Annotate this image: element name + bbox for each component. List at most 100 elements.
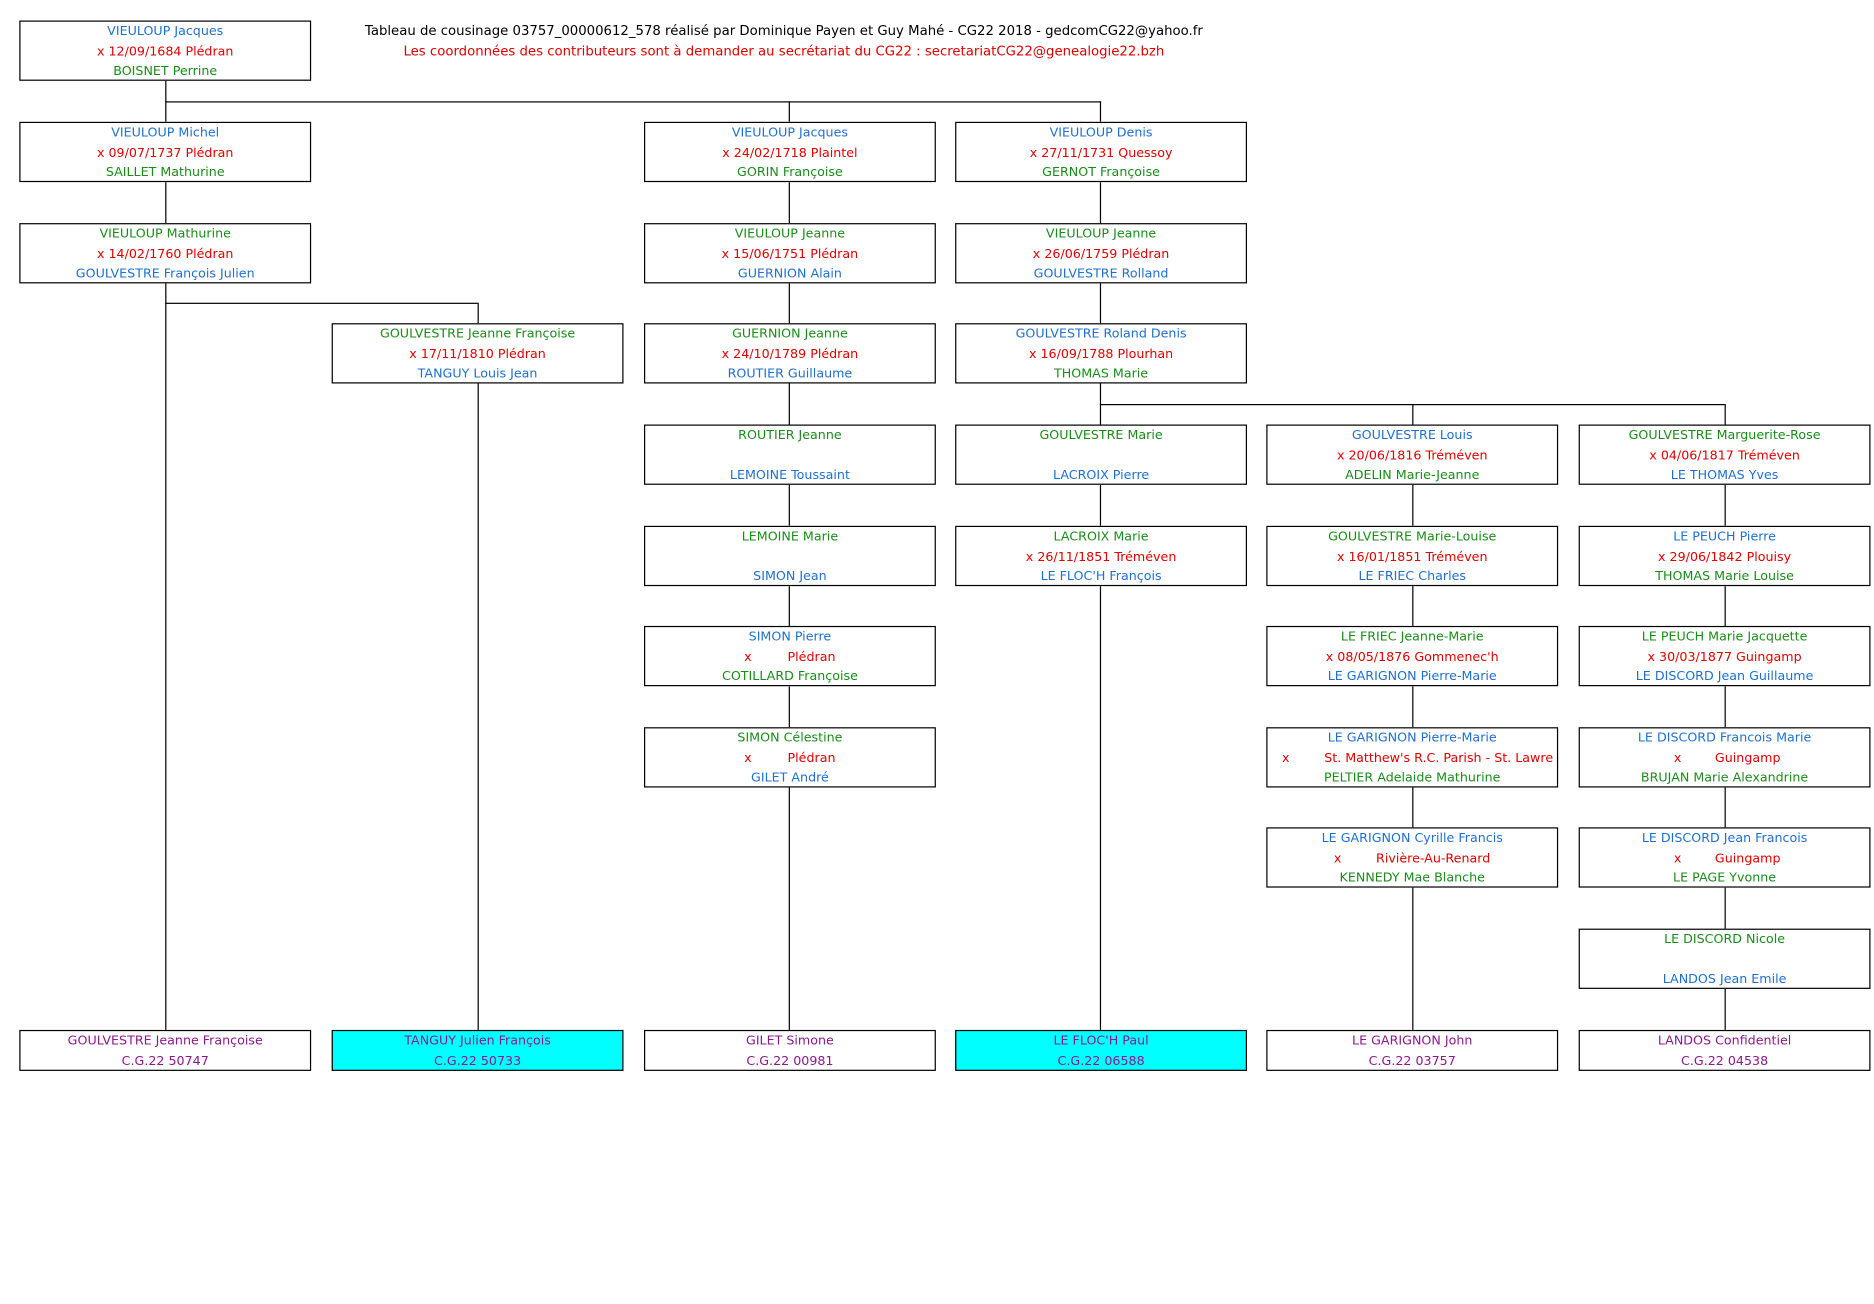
spouse-name: PELTIER Adelaide Mathurine	[1324, 771, 1501, 786]
couple-box: LE FRIEC Jeanne-Marie x 08/05/1876 Gomme…	[1266, 625, 1559, 687]
marriage-mark: x	[1673, 750, 1682, 766]
person-name: GOULVESTRE Roland Denis	[1015, 326, 1187, 342]
person-name: VIEULOUP Jacques	[731, 125, 848, 140]
connector	[1724, 686, 1726, 728]
connector	[788, 686, 790, 728]
marriage-info: x 15/06/1751 Plédran	[721, 246, 859, 262]
marriage-info-empty	[1580, 950, 1869, 970]
spouse-name: LE PAGE Yvonne	[1673, 871, 1777, 886]
marriage-info-empty	[645, 446, 934, 466]
couple-box: GOULVESTRE Louis x 20/06/1816 Tréméven A…	[1266, 424, 1559, 485]
connector	[1099, 586, 1102, 1030]
connector	[1099, 182, 1102, 224]
person-name: VIEULOUP Denis	[1049, 125, 1153, 140]
person-name: VIEULOUP Jacques	[107, 24, 224, 39]
marriage-info: x 24/10/1789 Plédran	[721, 346, 859, 362]
marriage-info: x Guingamp	[1580, 849, 1869, 869]
person-name: LEMOINE Marie	[741, 529, 839, 544]
couple-box: LEMOINE Marie SIMON Jean	[644, 525, 936, 587]
couple-box: LE PEUCH Marie Jacquette x 30/03/1877 Gu…	[1578, 625, 1871, 687]
spouse-name: SIMON Jean	[753, 569, 827, 585]
descendant-name: LANDOS Confidentiel	[1657, 1033, 1792, 1049]
person-name: LE DISCORD Nicole	[1664, 932, 1786, 947]
person-name: LE GARIGNON Cyrille Francis	[1321, 830, 1503, 846]
spouse-name: LE THOMAS Yves	[1670, 468, 1779, 483]
connector	[1099, 484, 1102, 526]
person-name: GOULVESTRE Marguerite-Rose	[1628, 428, 1821, 443]
descendant-box: GOULVESTRE Jeanne Françoise C.G.22 50747	[19, 1029, 312, 1071]
marriage-place: Rivière-Au-Renard	[1376, 851, 1491, 866]
connector	[1412, 586, 1414, 628]
person-name: LE FRIEC Jeanne-Marie	[1340, 629, 1484, 645]
header-title: Tableau de cousinage 03757_00000612_578 …	[364, 22, 1203, 39]
couple-box: SIMON Pierre x Plédran COTILLARD Françoi…	[644, 625, 936, 687]
connector	[1724, 586, 1726, 628]
connector	[165, 182, 167, 224]
spouse-name: LE FLOC'H François	[1040, 569, 1162, 585]
person-name: VIEULOUP Jeanne	[1045, 226, 1157, 242]
couple-box: GOULVESTRE Marie LACROIX Pierre	[955, 424, 1248, 485]
spouse-name: ADELIN Marie-Jeanne	[1345, 468, 1480, 483]
couple-box: VIEULOUP Mathurine x 14/02/1760 Plédran …	[19, 223, 312, 284]
descendant-name: LE GARIGNON John	[1352, 1033, 1473, 1049]
descendant-box: LE GARIGNON John C.G.22 03757	[1266, 1029, 1559, 1071]
person-name: LE GARIGNON Pierre-Marie	[1327, 730, 1497, 746]
descendant-name: TANGUY Julien François	[404, 1033, 551, 1049]
descendant-name: LE FLOC'H Paul	[1053, 1033, 1149, 1049]
marriage-info: x 20/06/1816 Tréméven	[1336, 448, 1488, 463]
connector	[1724, 787, 1726, 829]
marriage-info: x 17/11/1810 Plédran	[409, 346, 546, 362]
marriage-mark: x	[1333, 851, 1342, 866]
connector	[477, 302, 479, 324]
marriage-info: x 26/11/1851 Tréméven	[1025, 549, 1177, 565]
connector	[788, 283, 790, 325]
connector	[1724, 988, 1726, 1030]
marriage-info-empty	[956, 446, 1245, 466]
connector	[165, 283, 167, 1030]
marriage-info: x 16/01/1851 Tréméven	[1336, 549, 1488, 565]
spouse-name: GUERNION Alain	[737, 266, 842, 282]
connector	[1412, 404, 1414, 425]
couple-box: VIEULOUP Michel x 09/07/1737 Plédran SAI…	[19, 121, 312, 183]
connector	[1412, 686, 1414, 728]
marriage-info: x Plédran	[645, 647, 934, 667]
person-name: LE PEUCH Pierre	[1673, 529, 1776, 544]
connector	[788, 383, 790, 425]
person-name: GOULVESTRE Jeanne Françoise	[380, 326, 576, 342]
spouse-name: COTILLARD Françoise	[721, 669, 858, 685]
spouse-name: ROUTIER Guillaume	[727, 367, 853, 382]
couple-box: LE DISCORD Francois Marie x Guingamp BRU…	[1578, 727, 1871, 788]
couple-box: LE DISCORD Nicole LANDOS Jean Emile	[1578, 928, 1871, 989]
marriage-info: x 27/11/1731 Quessoy	[1029, 145, 1173, 161]
marriage-place: St. Matthew's R.C. Parish - St. Lawre	[1324, 750, 1554, 766]
couple-box: LE GARIGNON Pierre-Marie x St. Matthew's…	[1266, 727, 1559, 788]
spouse-name: GORIN Françoise	[737, 165, 843, 181]
descendant-code: C.G.22 50733	[434, 1053, 522, 1069]
person-name: GUERNION Jeanne	[732, 326, 848, 342]
descendant-name: GOULVESTRE Jeanne Françoise	[67, 1033, 263, 1049]
descendant-name: GILET Simone	[746, 1033, 834, 1049]
spouse-name: GILET André	[751, 771, 829, 786]
descendant-box-highlighted: TANGUY Julien François C.G.22 50733	[331, 1029, 624, 1071]
couple-box: LE DISCORD Jean Francois x Guingamp LE P…	[1578, 827, 1871, 888]
marriage-info: x 24/02/1718 Plaintel	[722, 145, 858, 161]
marriage-place: Plédran	[787, 649, 836, 665]
connector	[788, 484, 790, 526]
spouse-name: THOMAS Marie	[1054, 367, 1149, 382]
spouse-name: THOMAS Marie Louise	[1655, 569, 1794, 585]
spouse-name: GOULVESTRE Rolland	[1033, 266, 1169, 282]
marriage-info: x Plédran	[645, 749, 934, 769]
descendant-code: C.G.22 03757	[1368, 1053, 1456, 1069]
connector	[788, 787, 790, 1030]
spouse-name: SAILLET Mathurine	[105, 165, 225, 181]
root-branch-line	[165, 101, 1102, 103]
descendant-code: C.G.22 06588	[1057, 1053, 1145, 1069]
marriage-info: x 16/09/1788 Plourhan	[1028, 346, 1174, 362]
marriage-info: x 12/09/1684 Plédran	[96, 44, 234, 59]
connector	[1724, 404, 1726, 425]
couple-box: LACROIX Marie x 26/11/1851 Tréméven LE F…	[955, 525, 1248, 587]
couple-box: LE PEUCH Pierre x 29/06/1842 Plouisy THO…	[1578, 525, 1871, 587]
couple-box: LE GARIGNON Cyrille Francis x Rivière-Au…	[1266, 827, 1559, 888]
person-name: SIMON Célestine	[737, 730, 843, 746]
couple-box: GOULVESTRE Marguerite-Rose x 04/06/1817 …	[1578, 424, 1871, 485]
